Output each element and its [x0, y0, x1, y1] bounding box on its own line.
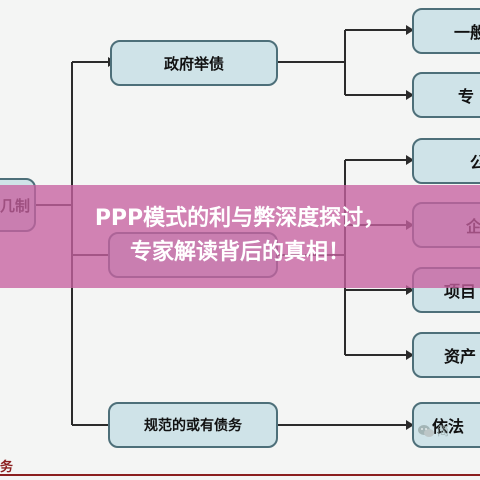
standard-debt-node: 规范的或有债务	[108, 402, 278, 448]
footer-label: 务	[0, 460, 14, 475]
gov-debt-label: 政府举债	[163, 54, 224, 73]
leaf-node-7-label: 依法	[432, 417, 465, 436]
wechat-icon	[418, 424, 434, 437]
watermark-text: 简	[437, 424, 450, 438]
leaf-node-6: 资产	[412, 332, 480, 378]
arrow-leaf7	[406, 420, 414, 430]
headline-line-1: PPP模式的利与弊深度探讨，	[94, 206, 386, 231]
leaf-node-6-label: 资产	[444, 347, 477, 366]
headline-line-2: 专家解读背后的真相！	[129, 240, 350, 265]
leaf-node-1: 一般	[412, 8, 480, 54]
leaf-node-2: 专	[412, 72, 480, 118]
arrow-leaf6	[406, 350, 414, 360]
watermark: 简	[418, 422, 449, 439]
headline-banner: PPP模式的利与弊深度探讨， 专家解读背后的真相！	[0, 185, 480, 288]
arrow-leaf2	[406, 90, 414, 100]
leaf-node-1-label: 一般	[454, 23, 480, 42]
arrow-leaf1	[406, 25, 414, 35]
arrow-leaf3	[406, 155, 414, 165]
leaf-node-3-label: 公	[470, 149, 480, 173]
leaf-node-2-label: 专	[458, 87, 475, 106]
leaf-node-3: 公	[412, 138, 480, 184]
gov-debt-node: 政府举债	[110, 40, 278, 86]
standard-debt-label: 规范的或有债务	[144, 418, 242, 434]
footer-rule	[0, 474, 480, 476]
